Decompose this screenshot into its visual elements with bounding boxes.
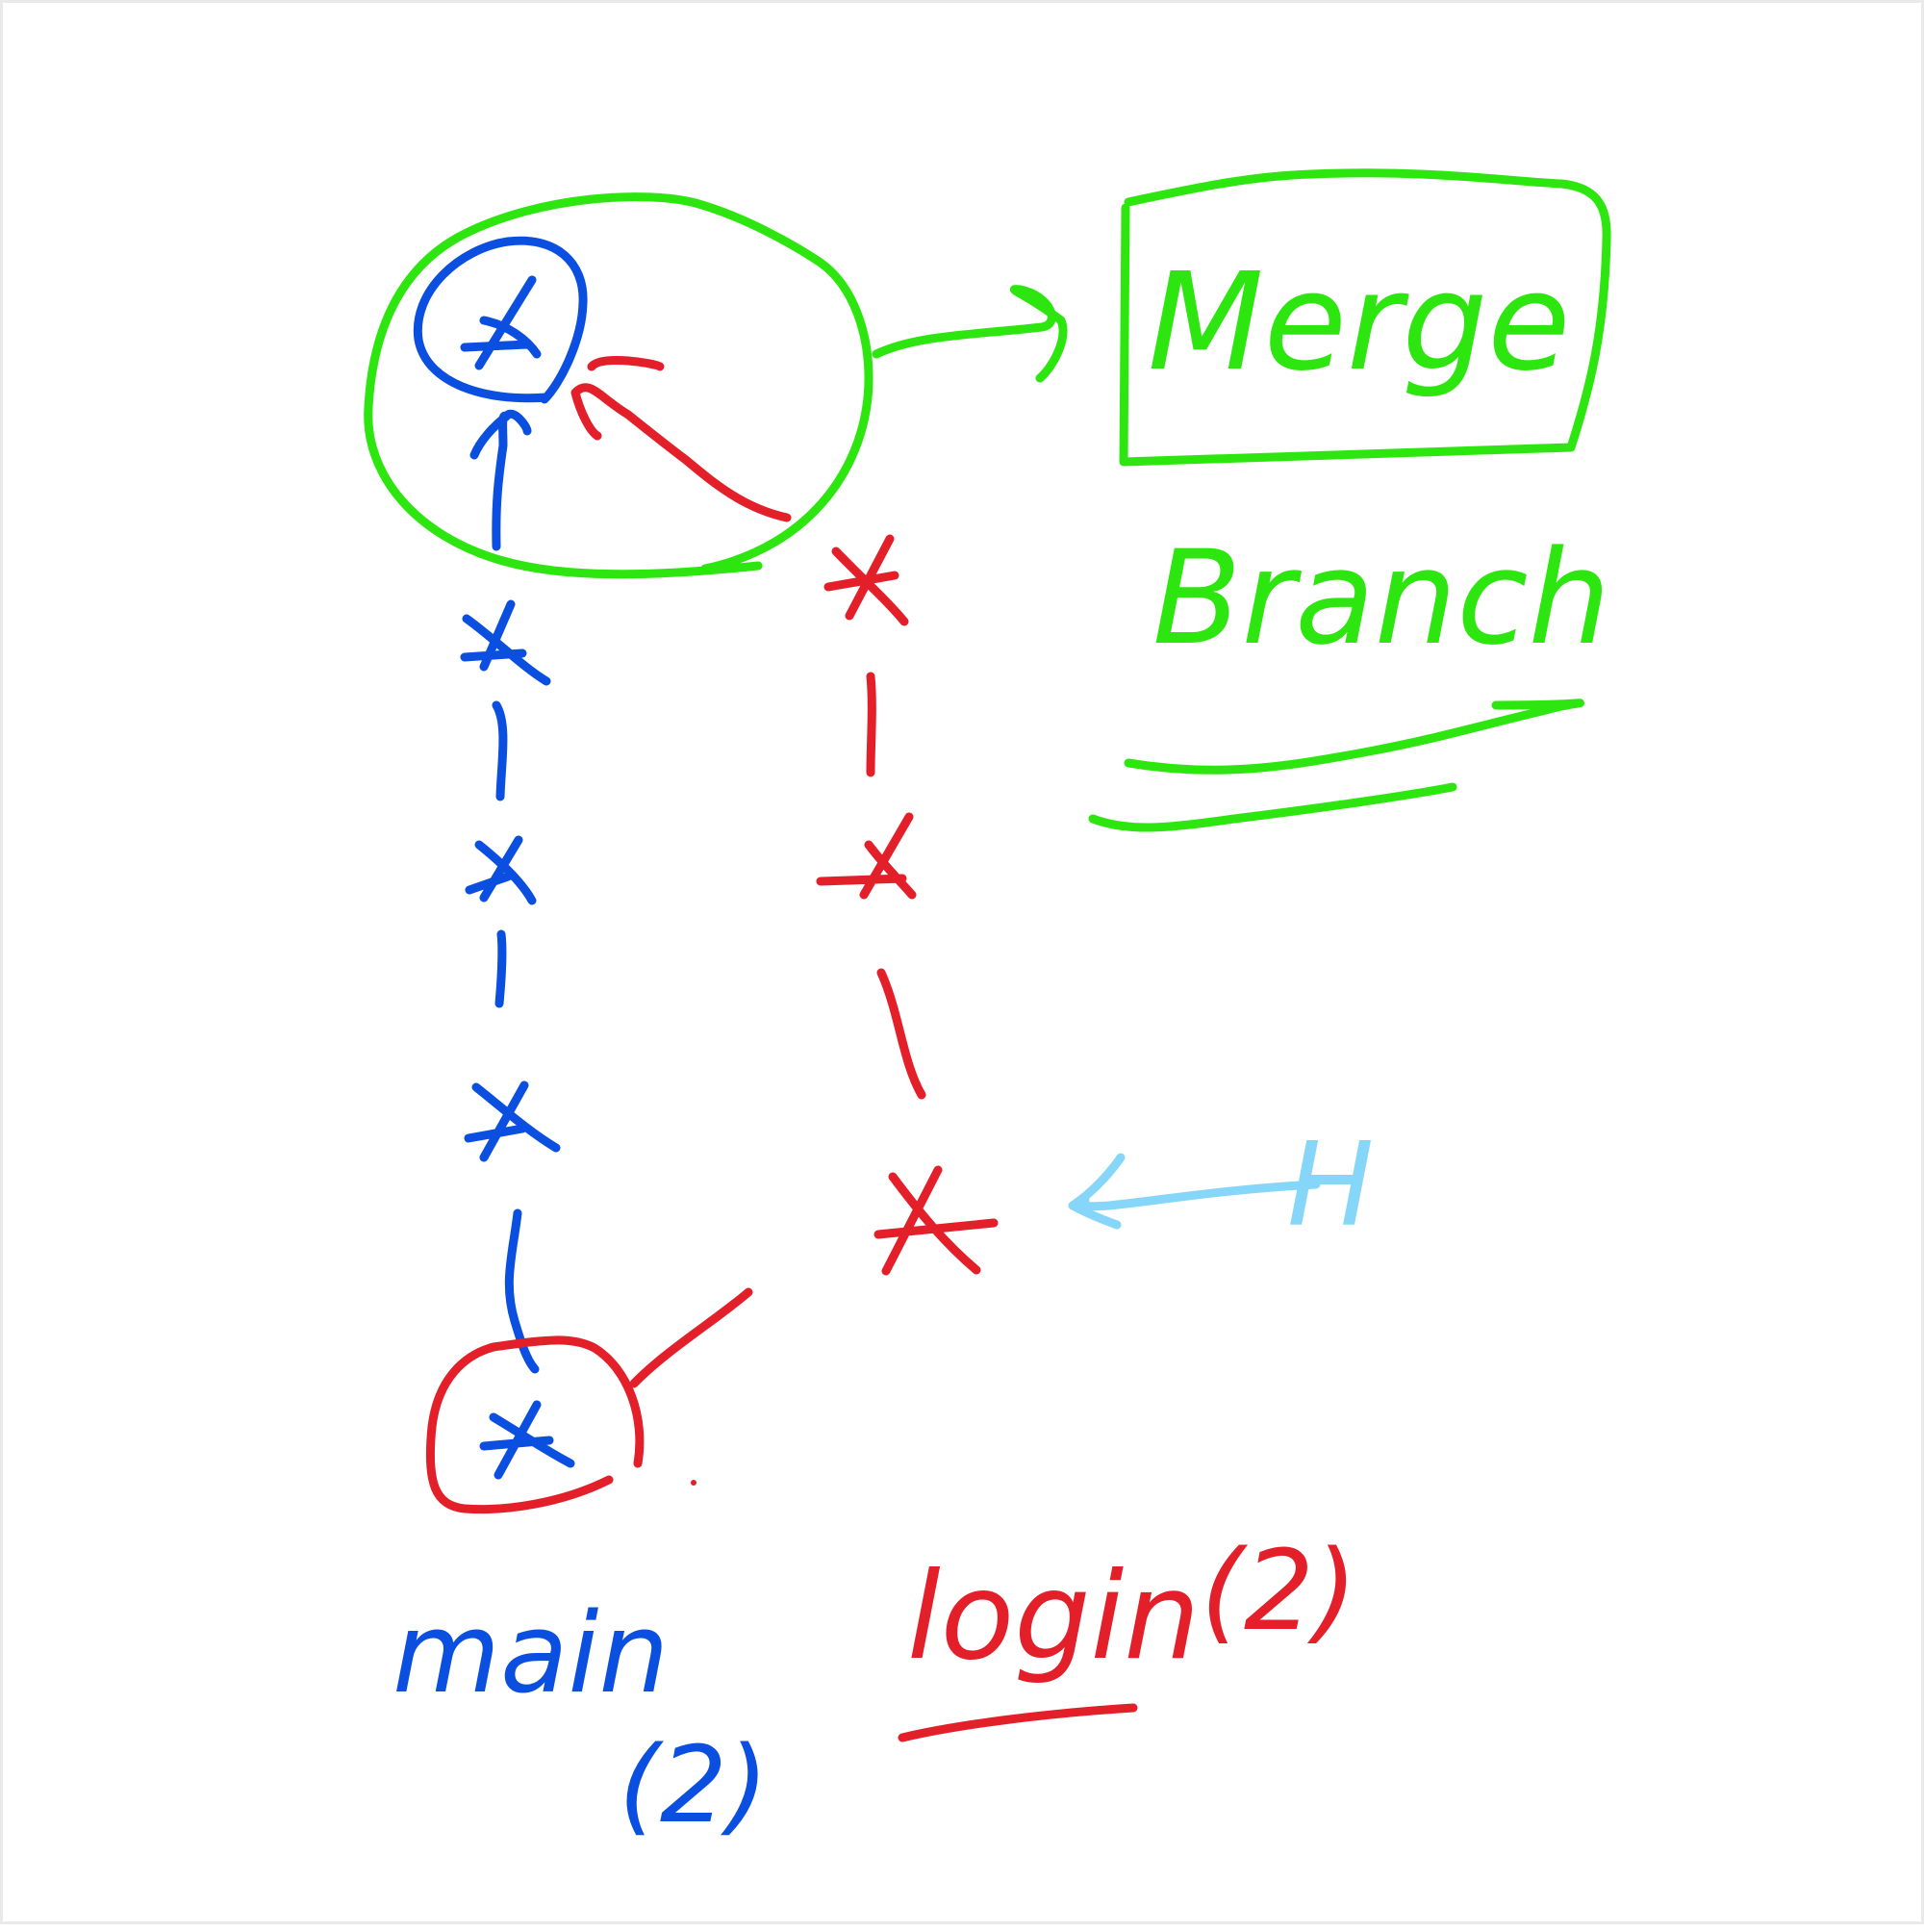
merge-underline-2 [1088,782,1457,832]
login-count-label: (2) [1201,1527,1357,1656]
main-commit-1 [464,1080,561,1162]
main-commit-2 [465,835,537,905]
main-commit-merge [460,275,542,370]
merge-circle [364,192,873,579]
merge-group [364,168,1611,832]
red-ink-dot [691,1480,696,1486]
merge-title-line2: Branch [1152,522,1610,674]
main-commit-3 [460,599,551,686]
head-arrow-tip [1068,1153,1126,1230]
login-branch-group [425,356,1138,1742]
merge-arrow [872,285,1068,383]
main-merge-arrow [469,409,532,551]
main-branch-group [413,236,588,1480]
main-link-1 [492,700,508,801]
login-commit-3 [823,534,909,626]
login-commit-2 [816,812,917,900]
head-pointer-group [1068,1153,1321,1230]
main-link-2 [494,929,507,1008]
head-marker-label: H [1287,1119,1374,1253]
merge-box [1119,168,1611,467]
login-merge-arrow [570,356,792,522]
login-link-1 [866,672,876,777]
login-underline [898,1703,1138,1742]
login-commit-1 [873,1165,999,1276]
merge-underline-1 [1124,699,1584,775]
main-branch-label: main [392,1589,669,1718]
branch-diagram: Merge Branch H main (2) login (2) [364,168,1611,1846]
login-pointer-line [629,1287,753,1388]
main-commit-base [479,1400,575,1480]
main-count-label: (2) [619,1723,769,1846]
main-head-circle [413,236,588,404]
merge-title-line1: Merge [1148,244,1570,401]
login-branch-label: login [907,1547,1201,1687]
main-link-3 [504,1208,540,1374]
login-link-2 [876,968,926,1100]
login-base-circle [425,1335,645,1514]
head-arrow-line [1074,1180,1321,1211]
